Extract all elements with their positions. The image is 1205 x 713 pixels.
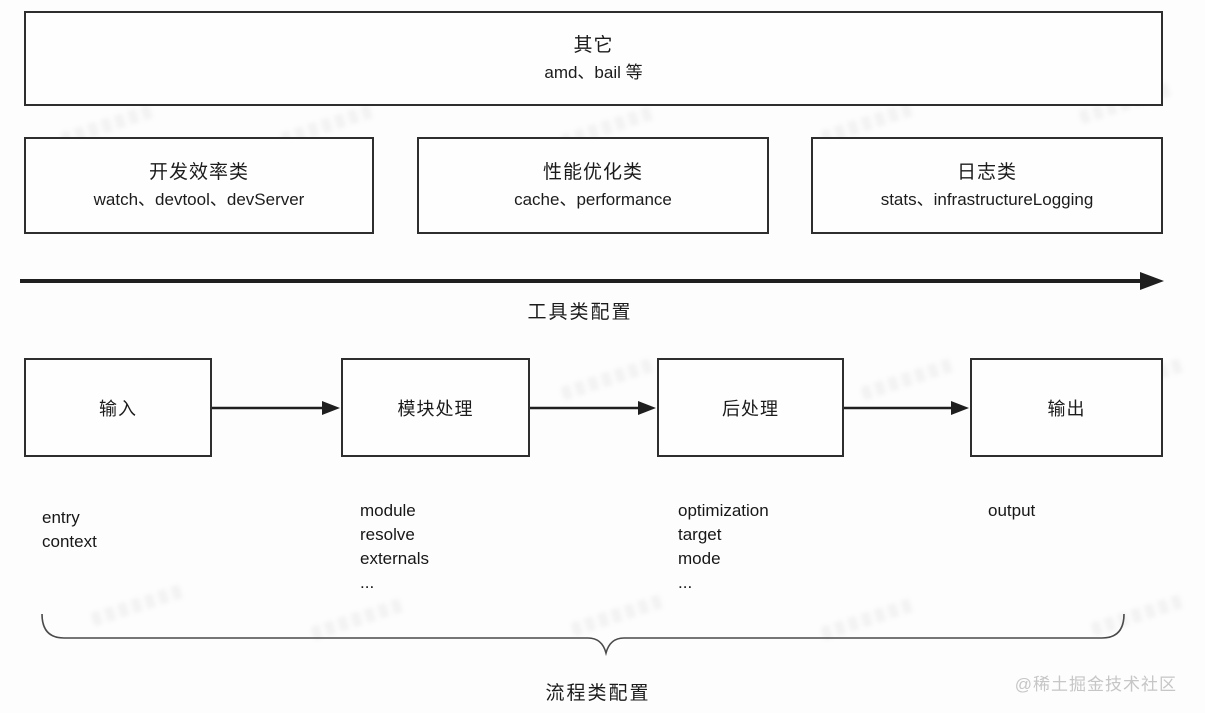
other-box-title: 其它: [573, 34, 614, 56]
prop-item: resolve: [360, 525, 415, 544]
category-box-dev-efficiency: 开发效率类 watch、devtool、devServer: [24, 137, 374, 234]
category-subtitle: watch、devtool、devServer: [93, 189, 305, 209]
flow-arrow-1: [212, 401, 340, 415]
category-title: 开发效率类: [148, 161, 249, 183]
prop-item: target: [678, 525, 722, 544]
prop-item: context: [42, 532, 97, 551]
flow-box-output: 输出: [970, 358, 1163, 457]
watermark-smudge: [560, 357, 656, 401]
flow-arrow-2: [530, 401, 656, 415]
flow-box-input: 输入: [24, 358, 212, 457]
flow-box-label: 模块处理: [397, 398, 474, 419]
prop-item: externals: [360, 549, 429, 568]
props-list-post: optimization target mode ...: [678, 499, 769, 595]
props-list-input: entry context: [42, 506, 97, 554]
flow-box-module-processing: 模块处理: [341, 358, 530, 457]
flow-box-label: 后处理: [722, 398, 779, 419]
flow-box-label: 输入: [99, 398, 137, 419]
prop-item: output: [988, 501, 1036, 520]
category-box-performance: 性能优化类 cache、performance: [417, 137, 769, 234]
prop-item: module: [360, 501, 416, 520]
tool-axis-arrow: [20, 272, 1164, 290]
flow-arrow-3: [844, 401, 969, 415]
category-subtitle: stats、infrastructureLogging: [880, 189, 1094, 209]
tool-axis-label: 工具类配置: [527, 302, 633, 323]
other-category-box: 其它 amd、bail 等: [24, 11, 1163, 106]
flow-box-label: 输出: [1047, 398, 1086, 419]
flow-box-post-processing: 后处理: [657, 358, 844, 457]
watermark-credit: @稀土掘金技术社区: [1014, 675, 1177, 694]
props-list-output: output: [988, 499, 1035, 523]
category-subtitle: cache、performance: [514, 189, 672, 209]
flow-group-brace: [41, 613, 1125, 657]
watermark-smudge: [860, 357, 956, 401]
prop-item: entry: [42, 508, 80, 527]
prop-item: ...: [678, 573, 693, 592]
category-title: 日志类: [956, 161, 1017, 183]
props-list-module: module resolve externals ...: [360, 499, 429, 595]
category-title: 性能优化类: [542, 161, 643, 183]
prop-item: ...: [360, 573, 375, 592]
category-box-logging: 日志类 stats、infrastructureLogging: [811, 137, 1163, 234]
flow-group-label: 流程类配置: [545, 683, 651, 704]
other-box-subtitle: amd、bail 等: [544, 62, 643, 82]
prop-item: mode: [678, 549, 721, 568]
prop-item: optimization: [678, 501, 769, 520]
